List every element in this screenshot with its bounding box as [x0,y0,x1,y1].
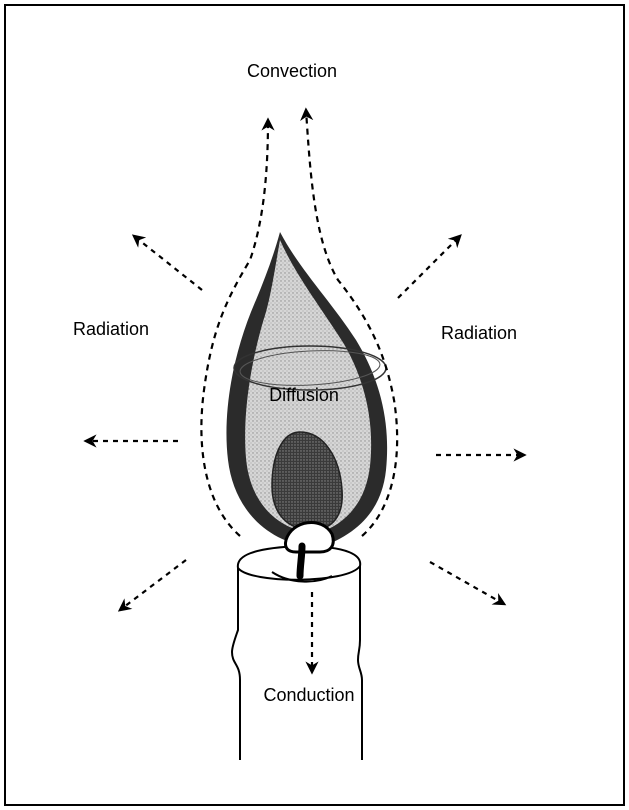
label-diffusion: Diffusion [269,385,339,405]
candle-wick [300,546,302,576]
radiation-arrow-lower-right [430,562,504,604]
radiation-arrow-upper-right [398,236,460,298]
candle [232,546,362,760]
radiation-arrow-upper-left [134,236,202,290]
label-conduction: Conduction [263,685,354,705]
label-radiation-left: Radiation [73,319,149,339]
label-radiation-right: Radiation [441,323,517,343]
label-convection: Convection [247,61,337,81]
radiation-arrow-lower-left [120,560,186,610]
